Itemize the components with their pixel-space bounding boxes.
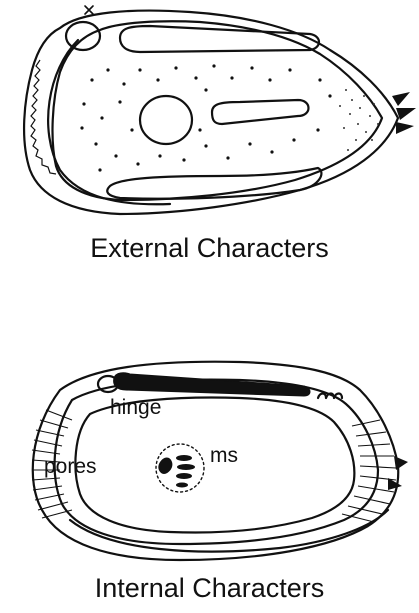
muscle-scar	[177, 464, 195, 470]
external-surface-pits	[80, 64, 331, 171]
external-cross-mark	[85, 6, 93, 14]
external-ridge	[212, 100, 309, 124]
muscle-scar	[176, 473, 192, 479]
muscle-scar	[158, 458, 172, 475]
caption-internal-characters: Internal Characters	[0, 573, 419, 604]
label-hinge: hinge	[110, 396, 161, 419]
external-central-pit	[140, 96, 192, 144]
spine	[396, 122, 414, 134]
caption-external-characters: External Characters	[0, 233, 419, 264]
external-posterior-stipple	[339, 89, 379, 151]
external-valve-drawing	[24, 6, 398, 214]
external-marginal-fold	[48, 40, 170, 204]
external-eye-tubercle	[66, 22, 100, 50]
internal-hinge-bar	[114, 373, 310, 396]
external-inner-outline	[53, 21, 382, 200]
muscle-scar	[176, 483, 188, 488]
label-pores: pores	[44, 455, 97, 478]
spine	[392, 92, 410, 106]
internal-posterior-teeth	[318, 394, 342, 399]
label-muscle-scars: ms	[210, 444, 238, 467]
muscle-scar	[176, 455, 192, 461]
internal-muscle-scars	[158, 455, 195, 488]
